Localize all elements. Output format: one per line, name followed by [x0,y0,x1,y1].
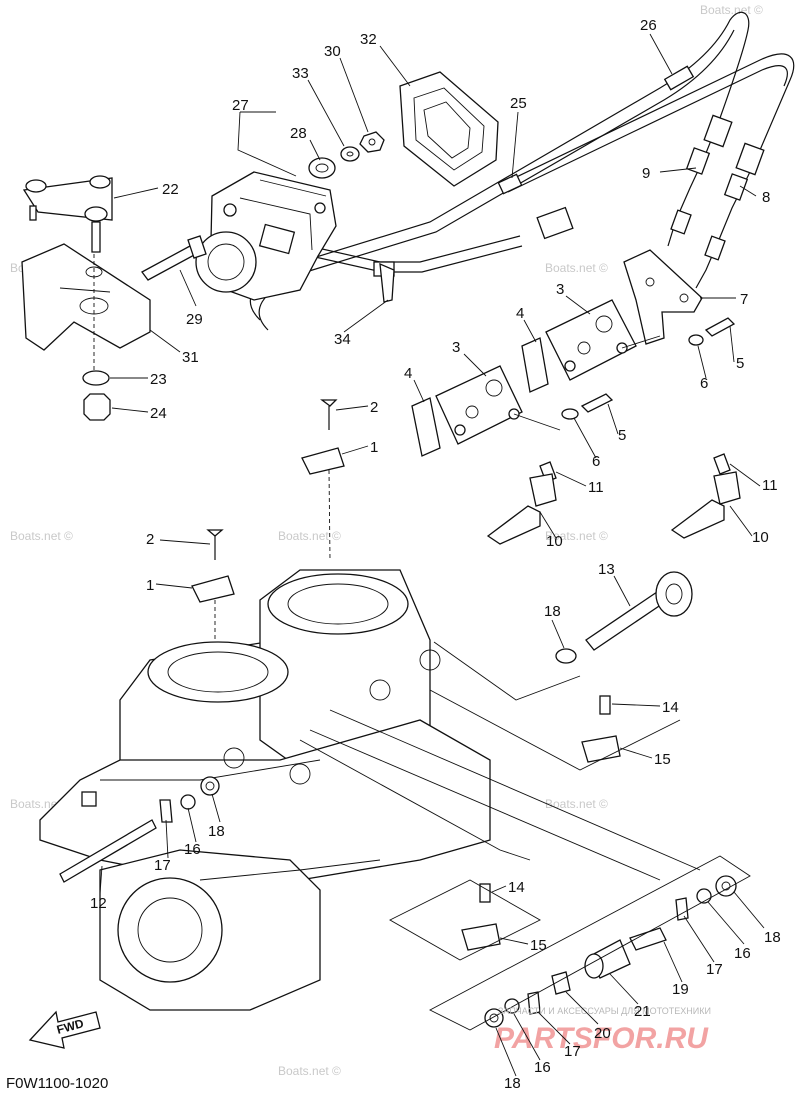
watermark: Boats.net © [278,1064,341,1078]
watermark: Boats.net © [278,529,341,543]
fitting-10-11 [486,453,741,545]
forward-arrow: FWD [28,1010,101,1049]
part-label: 31 [182,349,199,366]
part-label: 4 [516,305,524,322]
part-label: 18 [208,823,225,840]
guide-lines [237,111,751,1031]
part-label: 15 [654,751,671,768]
part-label: 4 [404,365,412,382]
part-label: 27 [232,97,249,114]
watermark: Boats.net © [545,261,608,275]
clip-14-15-upper [581,695,621,763]
bracket-assembly [21,175,151,421]
part-label: 28 [290,125,307,142]
part-label: 8 [762,189,770,206]
part-label: 20 [594,1025,611,1042]
part-label: 32 [360,31,377,48]
part-label: 29 [186,311,203,328]
brand-tagline: ЗАПЧАСТИ И АКСЕССУАРЫ ДЛЯ МОТОТЕХНИКИ [498,1006,711,1016]
shaft-13 [555,571,693,664]
watermark: Boats.net © [700,3,763,17]
part-label: 10 [752,529,769,546]
part-label: 1 [370,439,378,456]
part-label: 16 [184,841,201,858]
part-label: 24 [150,405,167,422]
part-label: 9 [642,165,650,182]
part-label: 12 [90,895,107,912]
part-label: 2 [146,531,154,548]
part-label: 16 [534,1059,551,1076]
part-label: 3 [556,281,564,298]
part-label: 6 [592,453,600,470]
oil-pump-assembly [141,71,499,303]
part-label: 18 [764,929,781,946]
fwd-label: FWD [55,1016,85,1037]
part-label: 1 [146,577,154,594]
part-label: 17 [154,857,171,874]
part-label: 33 [292,65,309,82]
part-label: 19 [672,981,689,998]
part-label: 17 [564,1043,581,1060]
part-label: 26 [640,17,657,34]
part-label: 18 [504,1075,521,1092]
watermark: Boats.net © [545,797,608,811]
brand-overlay: ЗАПЧАСТИ И АКСЕССУАРЫ ДЛЯ МОТОТЕХНИКИ PA… [494,1006,711,1055]
part-labels: 26 32 30 33 27 28 25 22 9 8 29 34 7 31 3… [90,17,781,1092]
holder-3-4-lower [411,365,561,457]
holder-3-4-upper [521,299,661,393]
part-label: 2 [370,399,378,416]
part-label: 17 [706,961,723,978]
part-label: 14 [508,879,525,896]
part-label: 6 [700,375,708,392]
brand-name: PARTSFOR.RU [494,1022,709,1055]
part-label: 25 [510,95,527,112]
part-label: 23 [150,371,167,388]
diagram-code: F0W1100-1020 [6,1075,108,1092]
throttle-cable-assembly [249,11,795,331]
leader-lines [99,33,765,1077]
part-label: 11 [588,479,604,496]
part-label: 5 [618,427,626,444]
part-label: 30 [324,43,341,60]
part-label: 5 [736,355,744,372]
part-label: 34 [334,331,351,348]
part-label: 10 [546,533,563,550]
part-label: 21 [634,1003,651,1020]
watermark: Boats.net © [545,529,608,543]
watermarks: Boats.net © Boats.net © Boats.net © Boat… [10,3,763,1078]
part-label: 18 [544,603,561,620]
watermark: Boats.net © [10,529,73,543]
washers-pins [159,776,737,1028]
part-label: 16 [734,945,751,962]
screw-clamp-set [191,399,345,645]
cylinder-block [39,569,491,1011]
part-label: 15 [530,937,547,954]
part-label: 13 [598,561,615,578]
part-label: 22 [162,181,179,198]
cable-bracket [561,249,736,420]
clip-14-15-lower [461,883,501,951]
part-label: 3 [452,339,460,356]
part-label: 14 [662,699,679,716]
part-label: 7 [740,291,748,308]
part-label: 11 [762,477,778,494]
